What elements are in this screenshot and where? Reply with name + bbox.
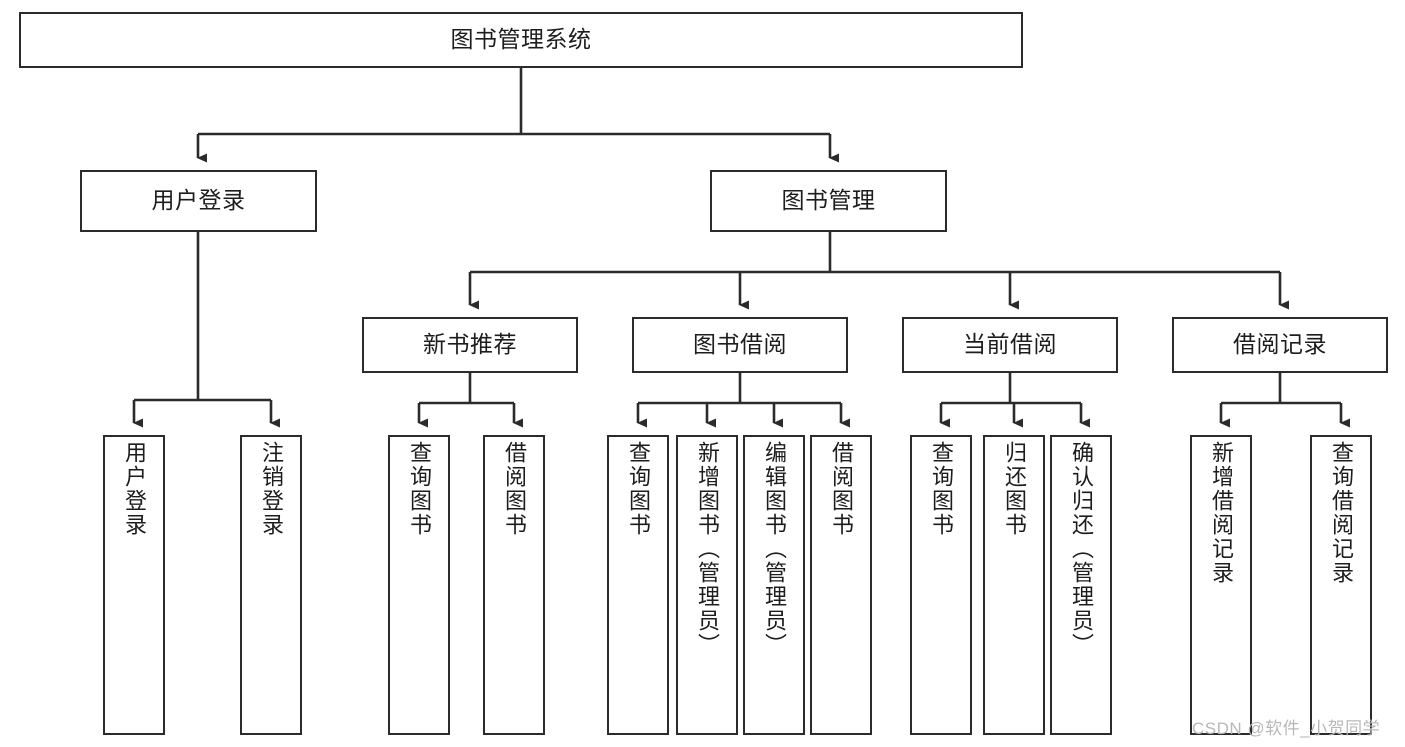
node-leaf-add-borrow-record-label: 新增借阅记录 [1209,441,1234,585]
node-leaf-logout-label: 注销登录 [259,441,284,537]
node-borrow-record[interactable]: 借阅记录 [1172,317,1388,373]
node-leaf-add-book-label: 新增图书（管理员） [695,441,720,657]
node-leaf-query-book-recommend[interactable]: 查询图书 [388,435,450,735]
node-leaf-query-book-borrow[interactable]: 查询图书 [607,435,669,735]
node-book-borrow[interactable]: 图书借阅 [632,317,848,373]
node-book-manage-label: 图书管理 [781,187,876,214]
node-leaf-query-book-current-label: 查询图书 [929,441,954,537]
node-leaf-query-book-borrow-label: 查询图书 [626,441,651,537]
node-leaf-add-book[interactable]: 新增图书（管理员） [676,435,738,735]
node-leaf-borrow-book[interactable]: 借阅图书 [810,435,872,735]
node-user-login[interactable]: 用户登录 [80,170,317,232]
node-leaf-user-login[interactable]: 用户登录 [103,435,165,735]
node-leaf-logout[interactable]: 注销登录 [240,435,302,735]
node-leaf-borrow-book-recommend[interactable]: 借阅图书 [483,435,545,735]
node-user-login-label: 用户登录 [151,187,246,214]
node-leaf-add-borrow-record[interactable]: 新增借阅记录 [1190,435,1252,735]
node-leaf-user-login-label: 用户登录 [122,441,147,537]
node-leaf-borrow-book-label: 借阅图书 [829,441,854,537]
node-borrow-record-label: 借阅记录 [1233,331,1327,358]
node-leaf-query-borrow-record-label: 查询借阅记录 [1329,441,1354,585]
node-leaf-edit-book[interactable]: 编辑图书（管理员） [743,435,805,735]
node-leaf-query-book-current[interactable]: 查询图书 [910,435,972,735]
node-current-borrow-label: 当前借阅 [963,331,1057,358]
node-book-manage[interactable]: 图书管理 [710,170,947,232]
node-root-label: 图书管理系统 [450,26,592,53]
node-new-book-recommend[interactable]: 新书推荐 [362,317,578,373]
node-new-book-recommend-label: 新书推荐 [423,331,517,358]
node-leaf-query-book-recommend-label: 查询图书 [407,441,432,537]
node-root[interactable]: 图书管理系统 [19,12,1023,68]
node-current-borrow[interactable]: 当前借阅 [902,317,1118,373]
node-book-borrow-label: 图书借阅 [693,331,787,358]
node-leaf-return-book[interactable]: 归还图书 [983,435,1045,735]
node-leaf-confirm-return-label: 确认归还（管理员） [1069,441,1094,657]
node-leaf-edit-book-label: 编辑图书（管理员） [762,441,787,657]
node-leaf-confirm-return[interactable]: 确认归还（管理员） [1050,435,1112,735]
node-leaf-return-book-label: 归还图书 [1002,441,1027,537]
csdn-watermark: CSDN @软件_小贺同学 [1192,719,1381,738]
node-leaf-borrow-book-recommend-label: 借阅图书 [502,441,527,537]
node-leaf-query-borrow-record[interactable]: 查询借阅记录 [1310,435,1372,735]
